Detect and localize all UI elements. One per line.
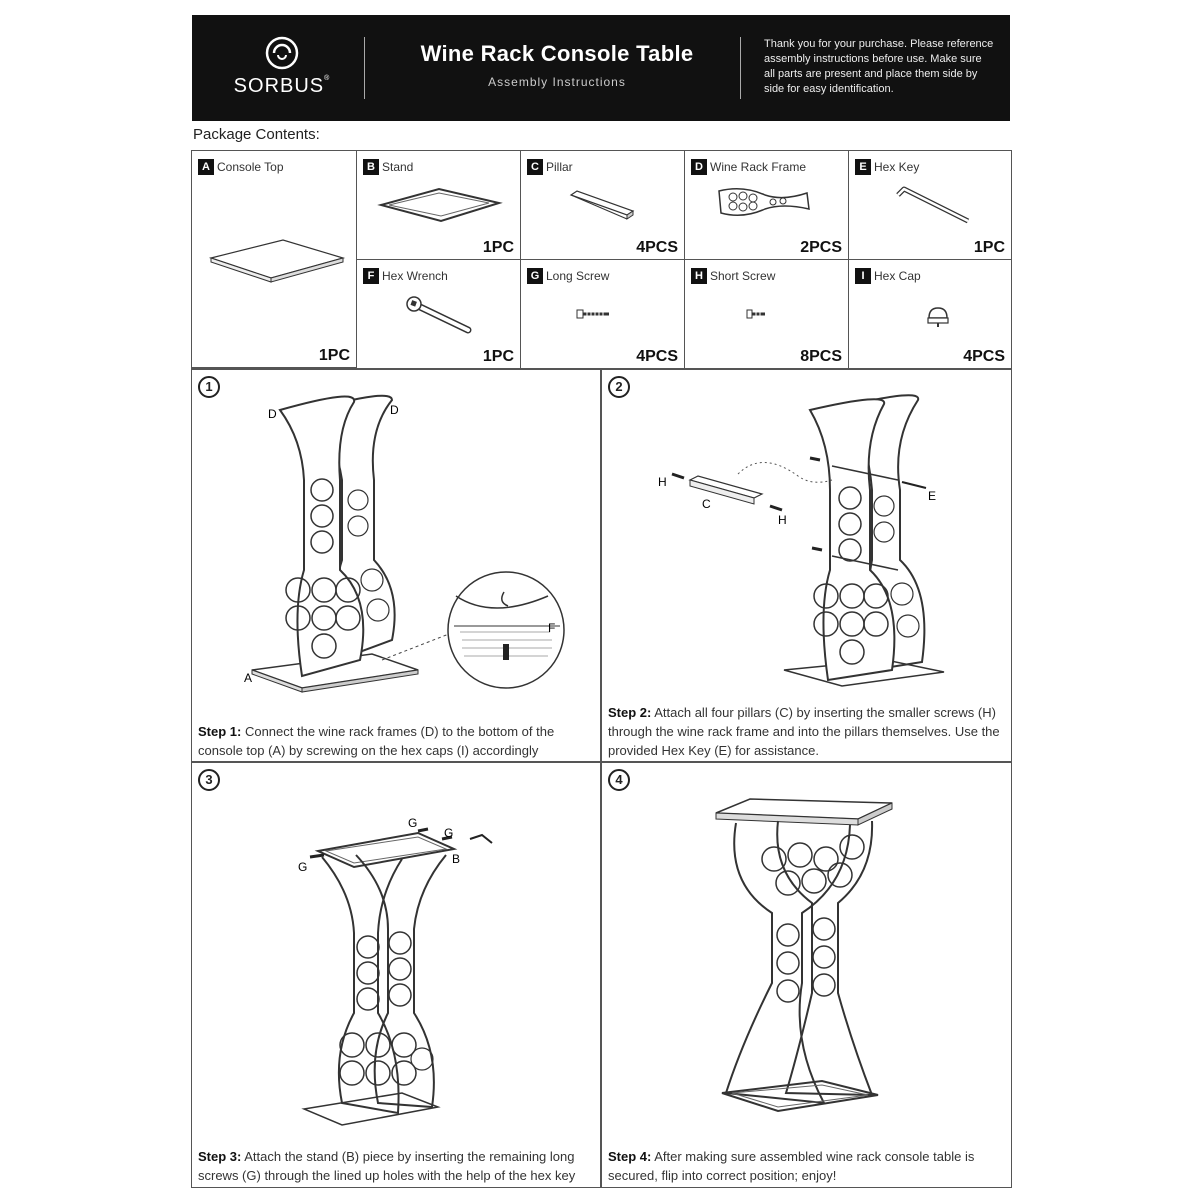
callout-label: D (390, 403, 399, 417)
brand-logo: SORBUS® (232, 35, 332, 105)
part-name: Stand (382, 160, 414, 174)
short-screw-icon (746, 309, 765, 319)
part-name: Long Screw (546, 269, 610, 283)
callout-label: E (928, 489, 936, 503)
part-letter: E (855, 159, 871, 175)
step-1-diagram: D D A F (244, 394, 565, 693)
callout-label: F (548, 621, 555, 635)
step-number: 4 (608, 769, 630, 791)
step-number: 3 (198, 769, 220, 791)
header-banner: SORBUS® Wine Rack Console Table Assembly… (192, 15, 1010, 121)
step-instructions: Step 3: Attach the stand (B) piece by in… (198, 1149, 576, 1183)
part-letter: H (691, 268, 707, 284)
part-qty: 8PCS (800, 348, 842, 365)
part-qty: 4PCS (636, 239, 678, 256)
header-note: Thank you for your purchase. Please refe… (764, 38, 994, 95)
callout-label: H (658, 475, 667, 489)
callout-label: G (408, 816, 417, 830)
part-qty: 1PC (973, 239, 1005, 256)
part-qty: 1PC (482, 239, 514, 256)
part-qty: 1PC (318, 347, 350, 364)
callout-label: A (244, 671, 252, 685)
step-instructions: Step 2: Attach all four pillars (C) by i… (608, 705, 1000, 758)
page-title: Wine Rack Console Table (420, 41, 694, 66)
part-name: Hex Wrench (382, 269, 448, 283)
part-letter: F (363, 268, 379, 284)
callout-label: B (452, 852, 460, 866)
part-name: Wine Rack Frame (710, 160, 807, 174)
part-letter: G (527, 268, 543, 284)
callout-label: H (778, 513, 787, 527)
part-letter: C (527, 159, 543, 175)
part-qty: 1PC (482, 348, 514, 365)
step-4-diagram (715, 798, 893, 1113)
step-panel-1: 1 D D A F (191, 369, 601, 762)
callout-label: C (702, 497, 711, 511)
step-instructions: Step 4: After making sure assembled wine… (608, 1149, 975, 1183)
part-letter: D (691, 159, 707, 175)
callout-label: D (268, 407, 277, 421)
part-qty: 4PCS (636, 348, 678, 365)
callout-label: G (298, 860, 307, 874)
hex-wrench-icon (406, 296, 472, 334)
step-number: 1 (198, 376, 220, 398)
part-name: Hex Cap (874, 269, 921, 283)
part-name: Console Top (217, 160, 284, 174)
part-qty: 4PCS (963, 348, 1005, 365)
brand-name: SORBUS® (233, 75, 331, 97)
step-3-diagram: G G G B (298, 816, 493, 1126)
step-panel-4: 4 Step 4: After making sure assembled wi… (601, 762, 1012, 1188)
part-name: Hex Key (874, 160, 920, 174)
part-letter: B (363, 159, 379, 175)
hex-key-icon (896, 186, 970, 224)
wine-rack-frame-icon (718, 188, 810, 216)
step-instructions: Step 1: Connect the wine rack frames (D)… (198, 724, 555, 758)
callout-label: G (444, 826, 453, 840)
header-divider (740, 37, 741, 99)
package-contents-label: Package Contents: (193, 126, 320, 143)
part-name: Short Screw (710, 269, 776, 283)
pillar-icon (569, 190, 635, 220)
header-divider (364, 37, 365, 99)
console-top-icon (208, 239, 346, 283)
title-block: Wine Rack Console Table Assembly Instruc… (372, 41, 742, 89)
step-panel-2: 2 H C H E Step 2: Attach all four pi (601, 369, 1012, 762)
stand-icon (377, 187, 503, 223)
hex-cap-icon (927, 307, 949, 327)
part-name: Pillar (546, 160, 573, 174)
long-screw-icon (576, 309, 609, 319)
part-qty: 2PCS (800, 239, 842, 256)
part-letter: A (198, 159, 214, 175)
sorbus-logo-icon (265, 36, 299, 70)
page-subtitle: Assembly Instructions (488, 75, 626, 89)
part-letter: I (855, 268, 871, 284)
step-2-diagram: H C H E (658, 394, 945, 687)
step-panel-3: 3 G G G B Step 3: Attach the stand (B) p… (191, 762, 601, 1188)
step-number: 2 (608, 376, 630, 398)
